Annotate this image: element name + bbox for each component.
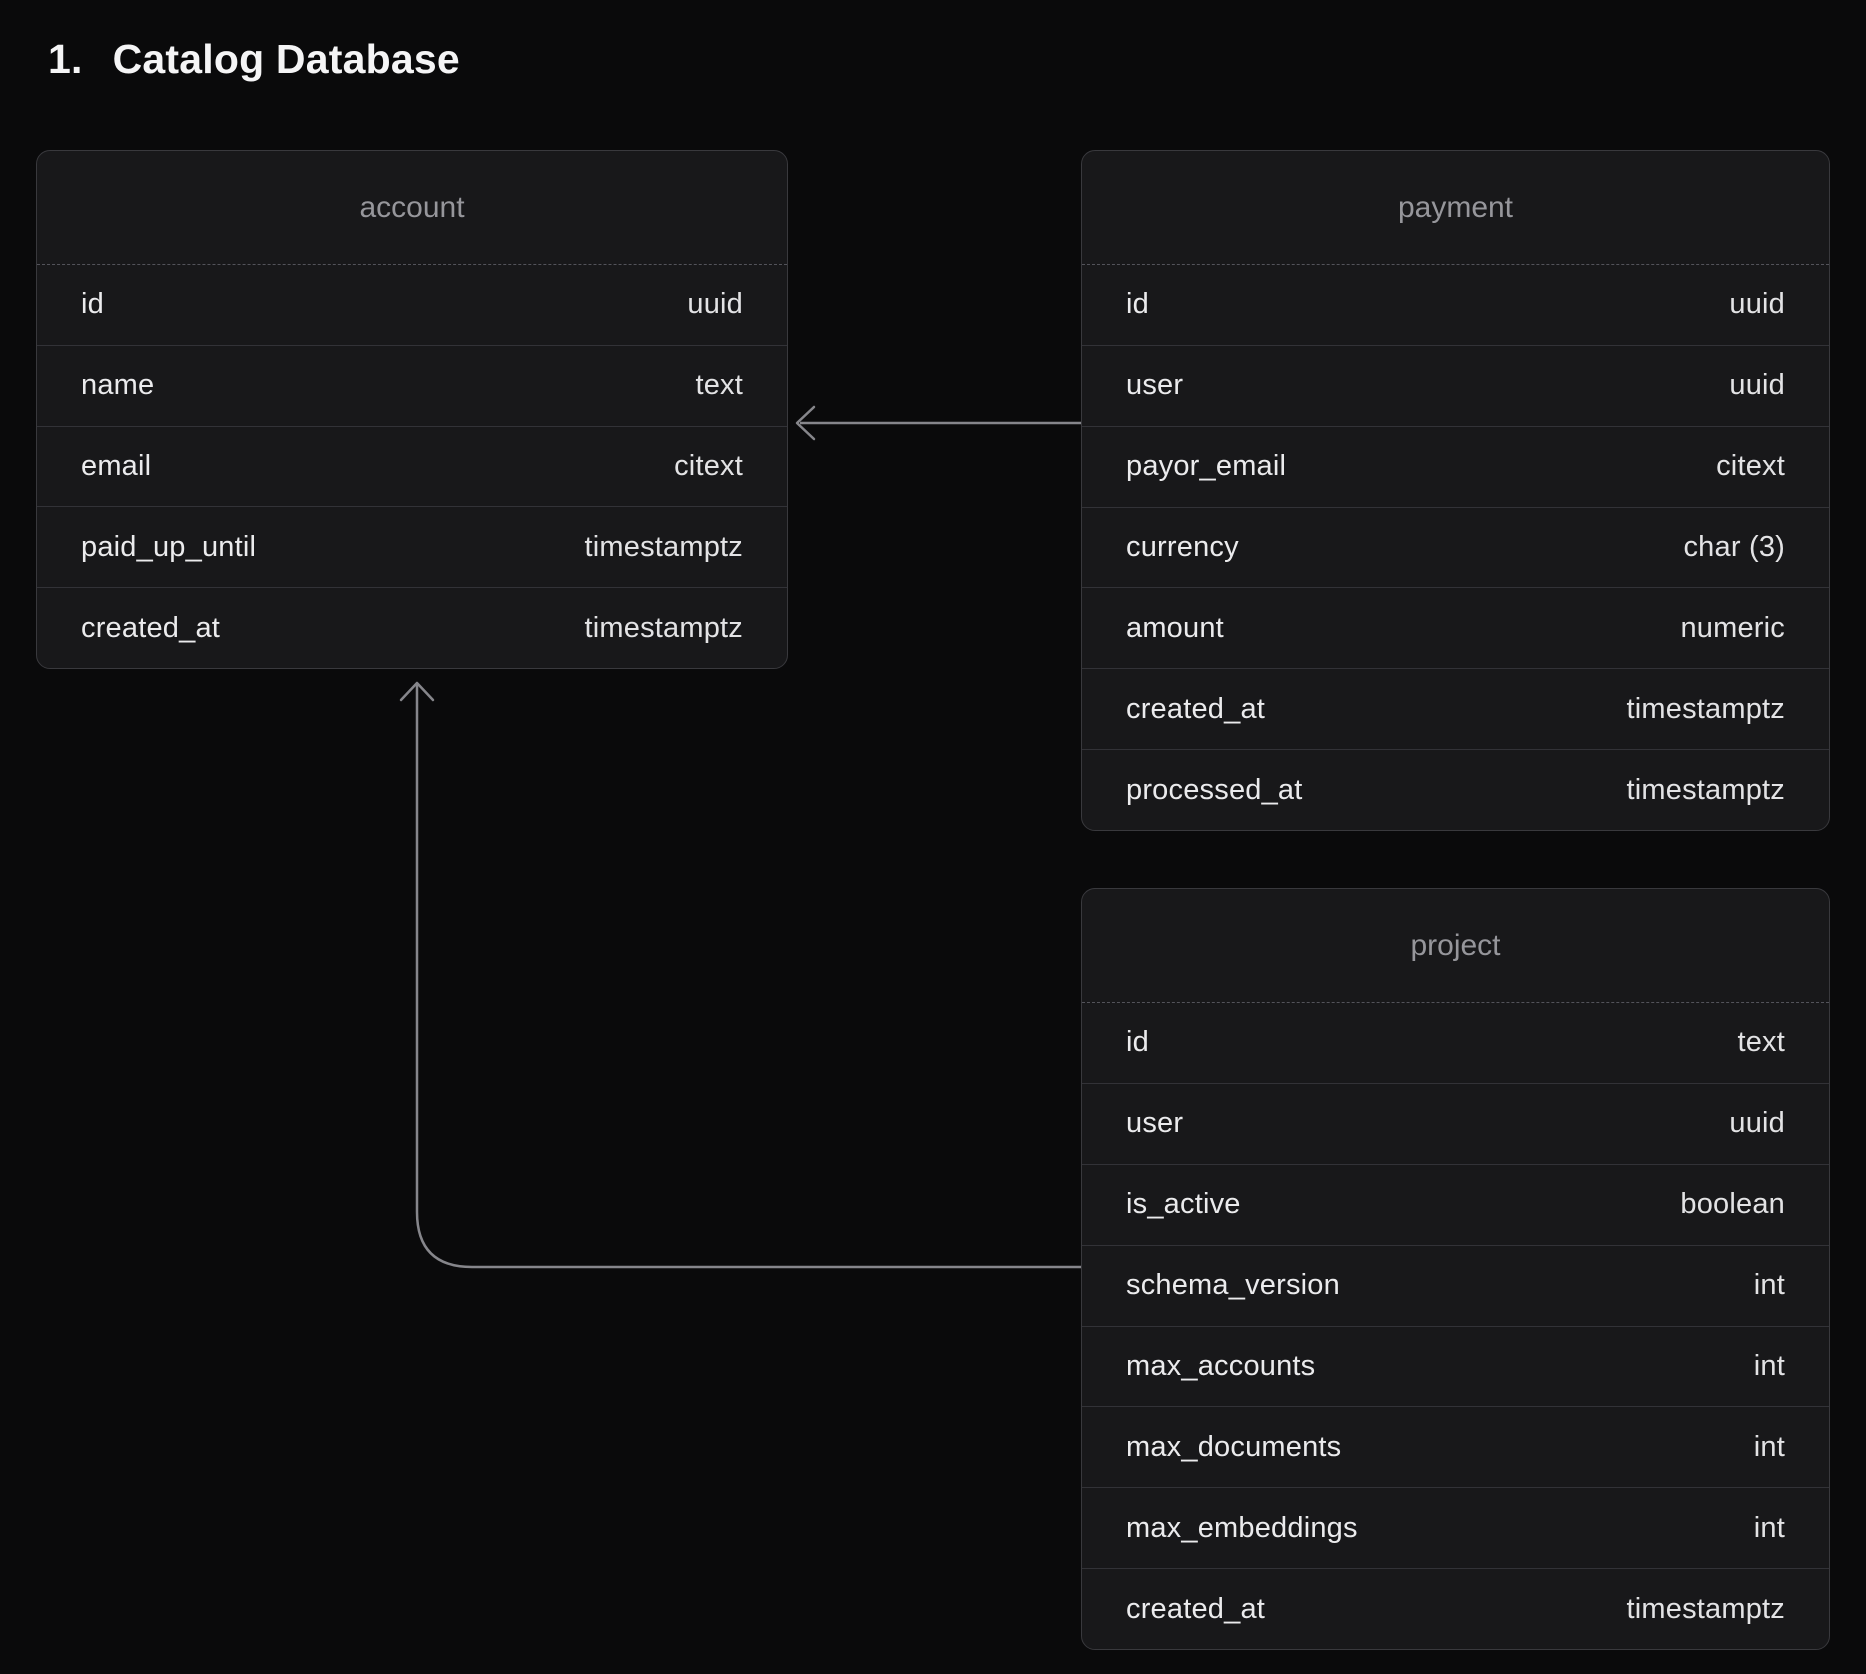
column-name: created_at (1126, 1592, 1266, 1625)
column-name: max_documents (1126, 1430, 1342, 1463)
column-type: timestamptz (1626, 692, 1785, 725)
column-type: int (1753, 1269, 1785, 1302)
entity-table-account[interactable]: account id uuid name text email citext paid_up_… (36, 150, 788, 669)
page-title-text: Catalog Database (112, 36, 460, 82)
column-name: currency (1126, 531, 1239, 563)
table-row: email citext (37, 425, 787, 507)
table-row: processed_at timestamptz (1082, 749, 1829, 830)
column-type: boolean (1680, 1188, 1785, 1221)
column-type: int (1753, 1349, 1785, 1382)
table-row: max_accounts int (1082, 1325, 1829, 1407)
column-name: created_at (81, 611, 221, 644)
table-row: payor_email citext (1082, 425, 1829, 507)
column-name: max_embeddings (1126, 1511, 1358, 1544)
column-name: user (1126, 1107, 1184, 1140)
page-title: 1. Catalog Database (48, 36, 460, 83)
column-name: payor_email (1126, 450, 1287, 483)
column-name: paid_up_until (81, 530, 257, 563)
table-row: currency char (3) (1082, 506, 1829, 588)
table-row: user uuid (1082, 344, 1829, 426)
table-row: schema_version int (1082, 1244, 1829, 1326)
arrowhead-up-icon (399, 681, 435, 702)
table-row: max_embeddings int (1082, 1487, 1829, 1568)
column-type: timestamptz (584, 611, 743, 644)
column-type: uuid (1729, 288, 1785, 321)
table-title: account (37, 151, 787, 265)
column-name: max_accounts (1126, 1349, 1316, 1382)
column-type: uuid (1729, 369, 1785, 402)
column-name: created_at (1126, 692, 1266, 725)
table-row: max_documents int (1082, 1406, 1829, 1487)
column-type: text (695, 369, 743, 402)
table-columns: id text user uuid is_active boolean schema_ver… (1082, 1003, 1829, 1649)
column-name: id (1126, 288, 1149, 321)
table-row: created_at timestamptz (1082, 668, 1829, 749)
table-row: created_at timestamptz (37, 587, 787, 668)
table-row: is_active boolean (1082, 1163, 1829, 1245)
table-row: user uuid (1082, 1082, 1829, 1164)
table-title: payment (1082, 151, 1829, 265)
arrowhead-left-icon (795, 405, 816, 441)
column-type: uuid (687, 288, 743, 321)
column-type: int (1753, 1511, 1785, 1544)
column-type: int (1753, 1430, 1785, 1463)
table-title: project (1082, 889, 1829, 1003)
column-name: email (81, 449, 152, 482)
column-type: citext (674, 449, 743, 482)
column-name: is_active (1126, 1188, 1241, 1221)
column-name: amount (1126, 611, 1224, 644)
column-type: uuid (1729, 1107, 1785, 1140)
column-type: timestamptz (1626, 1592, 1785, 1625)
page-title-number: 1. (48, 36, 83, 82)
column-name: name (81, 369, 155, 402)
table-row: id text (1082, 1003, 1829, 1083)
table-row: id uuid (37, 265, 787, 345)
table-row: amount numeric (1082, 587, 1829, 668)
column-type: text (1737, 1026, 1785, 1059)
column-type: timestamptz (1626, 773, 1785, 806)
column-name: schema_version (1126, 1269, 1340, 1302)
column-name: id (1126, 1026, 1149, 1059)
column-type: char (3) (1683, 531, 1785, 563)
table-row: created_at timestamptz (1082, 1568, 1829, 1649)
connector-project-account (399, 681, 1081, 1269)
column-type: citext (1716, 450, 1785, 483)
entity-table-project[interactable]: project id text user uuid is_active boolean sch… (1081, 888, 1830, 1650)
table-row: paid_up_until timestamptz (37, 506, 787, 587)
column-name: id (81, 288, 104, 321)
column-name: processed_at (1126, 773, 1303, 806)
table-row: name text (37, 344, 787, 426)
column-type: timestamptz (584, 530, 743, 563)
table-row: id uuid (1082, 265, 1829, 345)
column-name: user (1126, 369, 1184, 402)
column-type: numeric (1680, 611, 1785, 644)
connector-payment-account (795, 405, 1081, 441)
entity-table-payment[interactable]: payment id uuid user uuid payor_email citext cu… (1081, 150, 1830, 831)
